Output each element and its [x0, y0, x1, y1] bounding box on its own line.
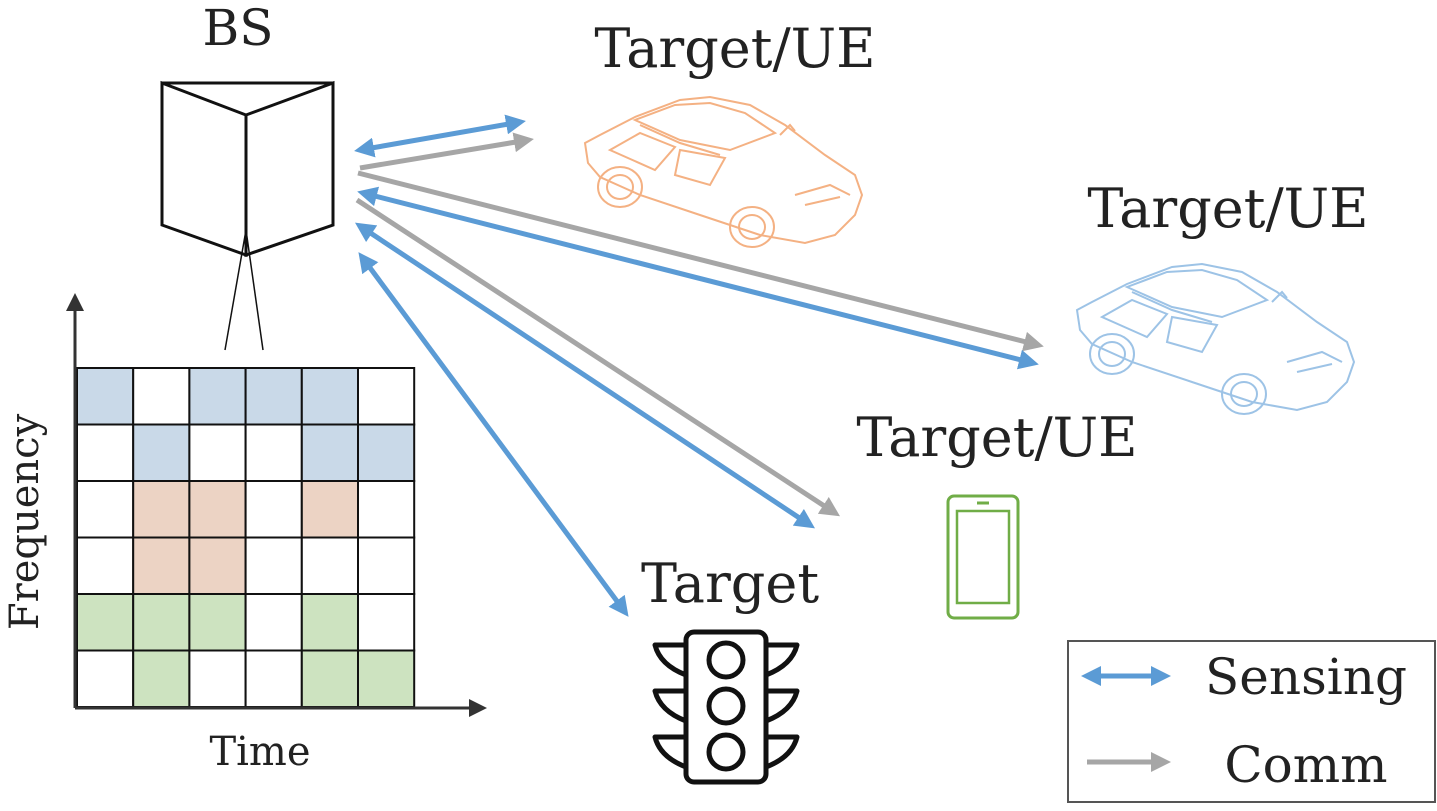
resource-cell-empty [357, 536, 416, 595]
legend: Sensing Comm [1067, 640, 1436, 803]
sensing-link-car2 [357, 186, 1039, 370]
resource-cell-empty [300, 536, 359, 595]
resource-cell-empty [188, 649, 247, 708]
target-label: Target [641, 552, 819, 615]
target-ue-label-2: Target/UE [1087, 177, 1368, 240]
smartphone-icon [946, 494, 1020, 620]
target-ue-label-3: Target/UE [856, 406, 1137, 469]
sensing-link-traffic-light [358, 252, 629, 617]
resource-cell-blue [132, 423, 191, 482]
axis-frequency-label: Frequency [2, 413, 48, 630]
resource-grid [76, 367, 416, 708]
resource-cell-green [300, 649, 359, 708]
resource-cell-empty [76, 480, 135, 539]
resource-cell-blue [300, 423, 359, 482]
comm-link-phone [355, 197, 841, 517]
resource-cell-blue [76, 367, 135, 426]
resource-cell-green [300, 593, 359, 652]
resource-cell-empty [244, 480, 303, 539]
resource-cell-green [132, 593, 191, 652]
bs-label: BS [203, 0, 274, 57]
links [354, 114, 1044, 617]
resource-cell-empty [244, 649, 303, 708]
resource-cell-empty [188, 423, 247, 482]
resource-cell-empty [357, 480, 416, 539]
resource-cell-blue [188, 367, 247, 426]
car-icon [1075, 262, 1356, 415]
resource-cell-green [76, 593, 135, 652]
legend-comm-label: Comm [1224, 736, 1387, 794]
resource-cell-blue [244, 367, 303, 426]
resource-cell-empty [244, 593, 303, 652]
resource-cell-empty [76, 649, 135, 708]
resource-cell-empty [244, 423, 303, 482]
resource-cell-blue [357, 423, 416, 482]
resource-cell-green [132, 649, 191, 708]
resource-cell-orange [300, 480, 359, 539]
resource-cell-green [188, 593, 247, 652]
resource-cell-blue [300, 367, 359, 426]
resource-cell-empty [357, 593, 416, 652]
base-station-icon [160, 80, 335, 351]
resource-cell-empty [76, 536, 135, 595]
sensing-link-car1 [354, 114, 526, 158]
legend-sensing-label: Sensing [1205, 648, 1407, 706]
resource-cell-orange [132, 480, 191, 539]
axis-time-label: Time [209, 729, 310, 775]
target-ue-label-1: Target/UE [594, 17, 875, 80]
car-icon [583, 95, 864, 248]
resource-cell-orange [132, 536, 191, 595]
resource-cell-green [357, 649, 416, 708]
resource-cell-empty [357, 367, 416, 426]
comm-link-car2 [357, 170, 1044, 352]
resource-cell-empty [76, 423, 135, 482]
resource-cell-orange [188, 536, 247, 595]
resource-cell-empty [244, 536, 303, 595]
resource-cell-empty [132, 367, 191, 426]
resource-cell-orange [188, 480, 247, 539]
traffic-light-icon [652, 629, 800, 785]
comm-link-car1 [359, 132, 534, 171]
